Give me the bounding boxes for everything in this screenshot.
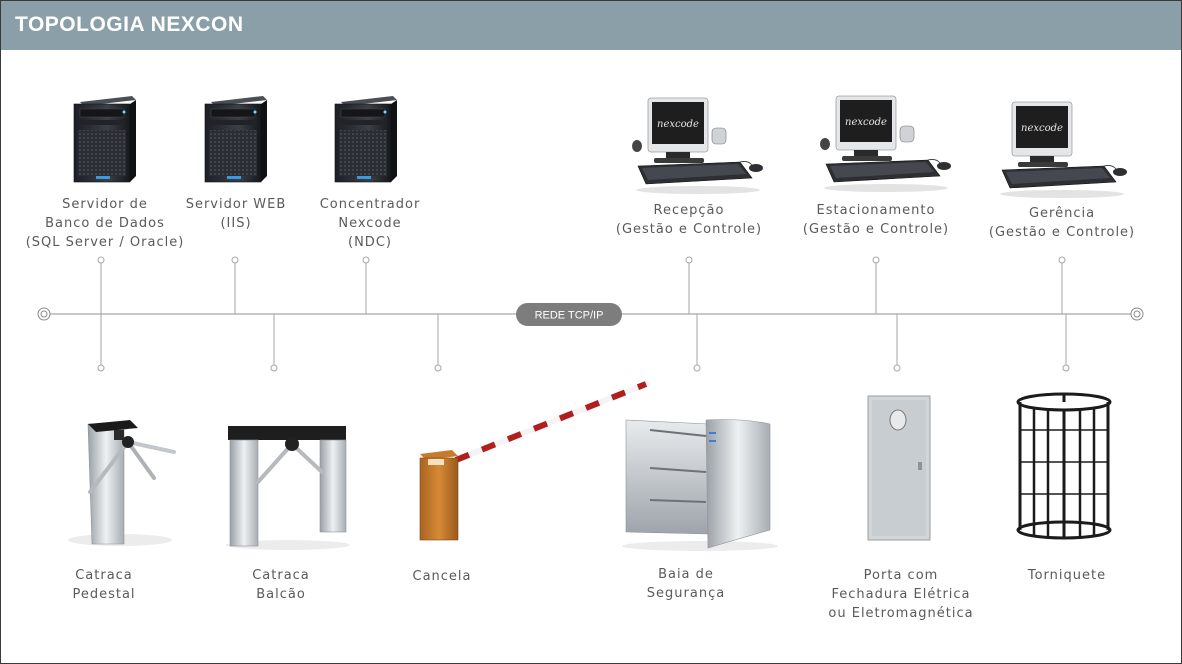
tower-server-icon bbox=[73, 95, 137, 183]
tower-server-icon bbox=[204, 95, 268, 183]
workstation-icon: nexcode bbox=[820, 95, 952, 193]
workstation-label-reception: Recepção (Gestão e Controle) bbox=[615, 203, 763, 237]
upper-connectors bbox=[97, 256, 1066, 314]
full-height-turnstile-icon bbox=[1016, 392, 1112, 540]
title-bar: TOPOLOGIA NEXCON bbox=[1, 1, 1181, 50]
screen-text: nexcode bbox=[657, 119, 699, 130]
device-label-barrier-gate: Cancela bbox=[412, 569, 472, 584]
workstation-icon: nexcode bbox=[632, 97, 764, 195]
device-label-full-turnstile: Torniquete bbox=[1027, 568, 1107, 583]
device-label-counter-turnstile: Catraca Balcão bbox=[252, 568, 310, 602]
server-label-web: Servidor WEB (IIS) bbox=[185, 197, 287, 231]
server-label-concentrator: Concentrador Nexcode (NDC) bbox=[319, 197, 421, 250]
network-label: REDE TCP/IP bbox=[535, 310, 604, 322]
counter-turnstile-icon bbox=[226, 426, 350, 550]
tower-server-icon bbox=[334, 95, 398, 183]
pedestal-turnstile-icon bbox=[68, 420, 176, 546]
server-label-database: Servidor de Banco de Dados (SQL Server /… bbox=[25, 197, 185, 250]
workstation-label-management: Gerência (Gestão e Controle) bbox=[988, 206, 1136, 240]
speed-gate-icon bbox=[622, 419, 778, 551]
screen-text: nexcode bbox=[845, 117, 887, 128]
device-label-speed-gate: Baia de Segurança bbox=[646, 567, 726, 601]
door-lock-icon bbox=[867, 395, 931, 541]
page-title: TOPOLOGIA NEXCON bbox=[15, 13, 244, 36]
barrier-gate-icon bbox=[419, 381, 649, 541]
screen-text: nexcode bbox=[1021, 123, 1063, 134]
device-label-pedestal-turnstile: Catraca Pedestal bbox=[72, 568, 136, 602]
workstation-label-parking: Estacionamento (Gestão e Controle) bbox=[802, 203, 950, 237]
workstation-icon: nexcode bbox=[999, 101, 1128, 199]
network-badge: REDE TCP/IP bbox=[516, 303, 622, 326]
bus-end-right bbox=[1130, 307, 1144, 321]
device-label-door: Porta com Fechadura Elétrica ou Eletroma… bbox=[828, 568, 974, 621]
lower-connectors bbox=[97, 314, 1070, 372]
bus-end-left bbox=[37, 307, 51, 321]
